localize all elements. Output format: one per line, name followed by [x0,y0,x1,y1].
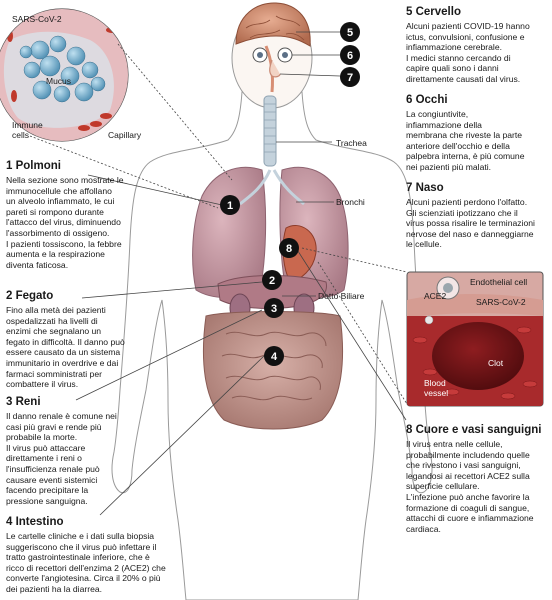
eyes [252,47,293,63]
intestine [202,311,344,430]
section-body: Alcuni pazienti perdono l'olfatto. Gli s… [406,197,535,250]
sarscov2-inset-label: SARS-CoV-2 [12,14,62,24]
leader-lines [75,31,407,516]
section-body: Il virus entra nelle cellule, probabilme… [406,439,534,534]
section-title: 1 Polmoni [6,160,61,172]
blood-vessel-label: Blood vessel [424,378,449,398]
section-occhi: 6 Occhi La congiuntivite, infiammazione … [406,94,548,173]
immune-cells-label: Immune cells [12,120,43,140]
section-body: Le cartelle cliniche e i dati sulla biop… [6,531,166,594]
section-title: 6 Occhi [406,94,448,106]
section-cuore: 8 Cuore e vasi sanguigni Il virus entra … [406,424,548,534]
svg-text:4: 4 [271,351,278,363]
ace2-label: ACE2 [424,291,447,301]
section-title: 5 Cervello [406,6,461,18]
dotto-biliare-label: Dotto Biliare [318,291,365,301]
section-naso: 7 Naso Alcuni pazienti perdono l'olfatto… [406,182,548,250]
svg-text:8: 8 [286,243,292,255]
marker-2: 2 [262,270,282,290]
head [231,2,313,109]
clot-label: Clot [488,358,504,368]
section-title: 7 Naso [406,182,444,194]
sarscov2-vessel-label: SARS-CoV-2 [476,297,526,307]
alveolus-inset [0,8,129,142]
section-title: 8 Cuore e vasi sanguigni [406,424,542,436]
inset-pointer-line [29,43,233,209]
vessel-pointer-line [301,247,408,405]
section-intestino: 4 Intestino Le cartelle cliniche e i dat… [6,516,196,595]
svg-text:2: 2 [269,275,275,287]
marker-7: 7 [340,67,360,87]
blood-vessel-inset [406,271,544,407]
section-reni: 3 Reni Il danno renale è comune nei casi… [6,396,146,506]
marker-6: 6 [340,45,360,65]
svg-text:6: 6 [347,50,353,62]
section-body: Alcuni pazienti COVID-19 hanno ictus, co… [406,21,530,84]
svg-text:1: 1 [227,200,233,212]
marker-1: 1 [220,195,240,215]
trachea [263,95,277,167]
section-body: Il danno renale è comune nei casi più gr… [6,411,117,506]
markers: 1 2 3 4 5 6 7 8 [220,22,360,366]
svg-text:5: 5 [347,27,353,39]
svg-text:7: 7 [347,72,353,84]
section-cervello: 5 Cervello Alcuni pazienti COVID-19 hann… [406,6,548,85]
section-body: La congiuntivite, infiammazione della me… [406,109,525,172]
nose [269,59,281,78]
svg-text:3: 3 [271,303,277,315]
section-title: 4 Intestino [6,516,64,528]
marker-8: 8 [279,238,299,258]
marker-4: 4 [264,346,284,366]
section-title: 2 Fegato [6,290,54,302]
marker-5: 5 [340,22,360,42]
mucus-label: Mucus [46,76,72,86]
bronchi-label: Bronchi [336,197,365,207]
section-title: 3 Reni [6,396,41,408]
endothelial-cell-label: Endothelial cell [470,277,528,287]
section-fegato: 2 Fegato Fino alla metà dei pazienti osp… [6,290,146,390]
capillary-label: Capillary [108,130,142,140]
section-body: Fino alla metà dei pazienti ospedalizzat… [6,305,125,390]
section-polmoni: 1 Polmoni Nella sezione sono mostrate le… [6,160,156,270]
trachea-label: Trachea [336,138,367,148]
section-body: Nella sezione sono mostrate le immunocel… [6,175,124,270]
marker-3: 3 [264,298,284,318]
